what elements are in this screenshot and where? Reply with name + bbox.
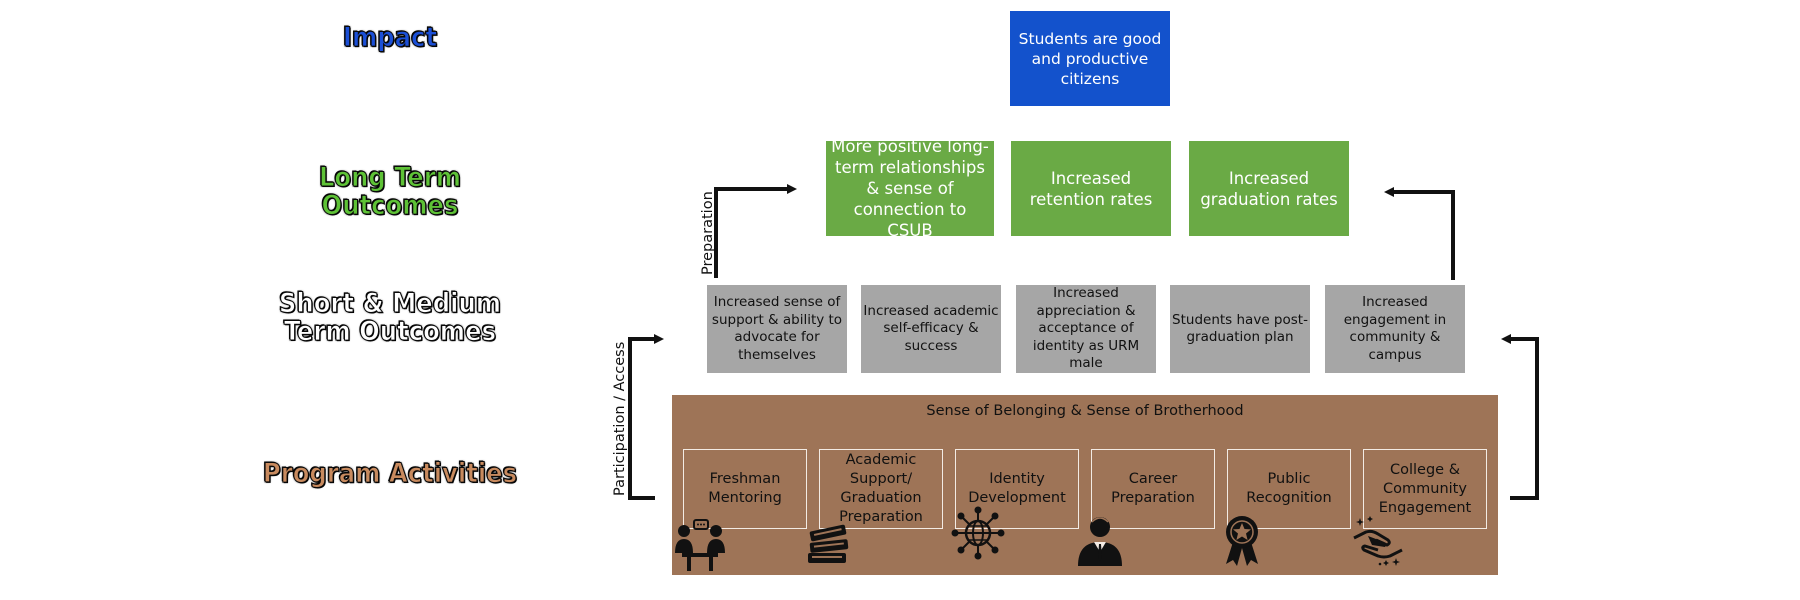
participation-arrow: [628, 334, 664, 500]
right-short-to-long-arrow: [1384, 187, 1455, 280]
businessman-icon: [1078, 517, 1122, 566]
preparation-arrow: [714, 184, 797, 278]
mentoring-icon: [675, 519, 725, 571]
books-icon: [808, 524, 849, 563]
award-ribbon-icon: [1226, 516, 1258, 566]
activity-public-recognition: Public Recognition: [1227, 449, 1351, 529]
globe-network-icon: [951, 506, 1005, 560]
short-term-box-support: Increased sense of support & ability to …: [707, 285, 847, 373]
preparation-label: Preparation: [700, 191, 716, 275]
long-term-box-retention: Increased retention rates: [1011, 141, 1171, 236]
activity-label: Freshman Mentoring: [708, 471, 782, 506]
impact-box: Students are good and productive citizen…: [1010, 11, 1170, 106]
activity-academic-support: Academic Support/ Graduation Preparation: [819, 449, 943, 529]
long-term-box-graduation: Increased graduation rates: [1189, 141, 1349, 236]
activity-label: Public Recognition: [1246, 471, 1332, 506]
short-term-box-post-grad-plan: Students have post-graduation plan: [1170, 285, 1310, 373]
level-label-program: Program Activities: [262, 458, 518, 489]
level-label-impact: Impact: [342, 22, 438, 53]
activity-label: Career Preparation: [1111, 471, 1195, 506]
participation-access-label: Participation / Access: [612, 341, 628, 496]
activity-label: Identity Development: [968, 471, 1066, 506]
program-activities-panel: Sense of Belonging & Sense of Brotherhoo…: [672, 395, 1498, 575]
short-term-box-engagement: Increased engagement in community & camp…: [1325, 285, 1465, 373]
long-term-box-relationships: More positive long-term relationships & …: [826, 137, 994, 240]
handshake-icon: [1353, 516, 1403, 566]
activity-label: Academic Support/ Graduation Preparation: [839, 452, 923, 525]
short-term-box-identity: Increased appreciation & acceptance of i…: [1016, 285, 1156, 373]
program-panel-title: Sense of Belonging & Sense of Brotherhoo…: [926, 403, 1244, 419]
activity-career-preparation: Career Preparation: [1091, 449, 1215, 529]
activity-community-engagement: College & Community Engagement: [1363, 449, 1487, 529]
activity-label: College & Community Engagement: [1378, 461, 1472, 516]
activity-identity-development: Identity Development: [955, 449, 1079, 529]
short-term-box-self-efficacy: Increased academic self-efficacy & succe…: [861, 285, 1001, 373]
activity-freshman-mentoring: Freshman Mentoring: [683, 449, 807, 529]
right-program-arrow: [1501, 334, 1539, 500]
